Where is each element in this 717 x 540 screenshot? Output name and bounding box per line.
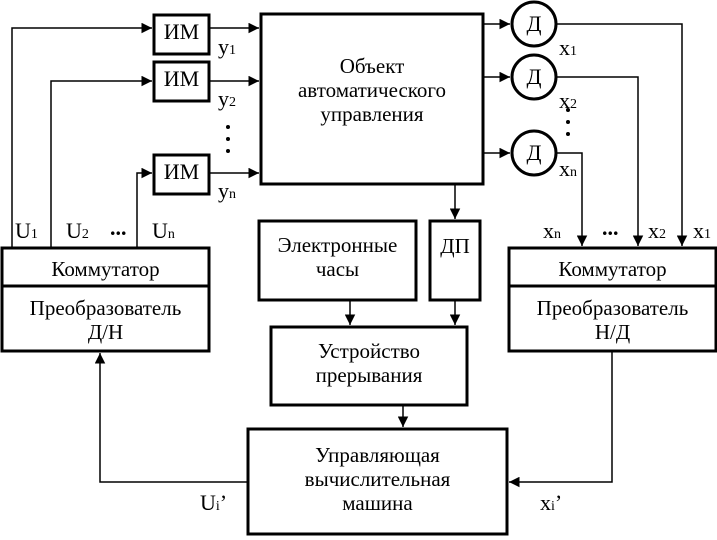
- converter-right-label: Преобразователь Н/Д: [536, 296, 689, 345]
- u-letter: U: [200, 490, 216, 515]
- label-un: Un: [152, 220, 175, 242]
- interrupt-box: [269, 325, 469, 407]
- x-letter: x: [559, 88, 570, 113]
- sensor-ellipsis: [566, 108, 570, 136]
- y-sub: n: [229, 187, 236, 202]
- x-letter: x: [559, 35, 570, 60]
- dp-label: ДП: [440, 234, 470, 258]
- wire-u2: [50, 75, 152, 248]
- x-letter: x: [693, 218, 704, 243]
- label-x2-bottom: x2: [648, 220, 666, 242]
- dp-box: [428, 219, 482, 302]
- u-sub: n: [167, 227, 175, 242]
- x-sub: 2: [570, 97, 577, 112]
- sensor-label-n: Д: [526, 140, 542, 165]
- label-x1-top: x1: [559, 37, 577, 59]
- actuator-box-1: [152, 13, 211, 56]
- wire-xi: [509, 351, 613, 488]
- actuator-ellipsis: [226, 125, 230, 153]
- x-sub: 1: [704, 227, 711, 242]
- commutator-left-label: Коммутатор: [51, 257, 160, 281]
- label-ui: Ui’: [200, 492, 227, 514]
- wire-ui: [94, 353, 248, 483]
- clock-label: Электронные часы: [277, 233, 398, 282]
- u-letter: U: [15, 218, 31, 243]
- prime-mark: ’: [554, 490, 563, 515]
- u-sub: i: [215, 499, 220, 514]
- actuator-box-n: [152, 153, 211, 196]
- wire-un: [136, 167, 152, 248]
- y-letter: y: [218, 86, 229, 111]
- actuator-label-1: ИМ: [163, 19, 200, 44]
- x-sub: n: [570, 165, 577, 180]
- actuator-label-2: ИМ: [163, 66, 200, 91]
- label-xi: xi’: [540, 492, 562, 514]
- u-sub: 1: [30, 227, 38, 242]
- x-sub: n: [554, 227, 561, 242]
- x-letter: x: [648, 218, 659, 243]
- label-u1: U1: [15, 220, 38, 242]
- y-sub: 2: [229, 95, 236, 110]
- wire-u1: [11, 22, 152, 248]
- prime-mark: ’: [219, 490, 228, 515]
- y-letter: y: [218, 34, 229, 59]
- label-y1: y1: [218, 36, 236, 58]
- label-x2-top: x2: [559, 90, 577, 112]
- label-xn-top: xn: [559, 158, 577, 180]
- label-y2: y2: [218, 88, 236, 110]
- x-sub: i: [551, 499, 555, 514]
- u-letter: U: [152, 218, 168, 243]
- x-sub: 1: [570, 44, 577, 59]
- actuator-label-n: ИМ: [163, 159, 200, 184]
- converter-left-label: Преобразователь Д/Н: [29, 296, 182, 345]
- sensor-label-1: Д: [526, 11, 542, 36]
- u-sub: 2: [81, 227, 89, 242]
- x-letter: x: [559, 156, 570, 181]
- label-u2: U2: [66, 220, 89, 242]
- label-xn-bottom: xn: [543, 220, 561, 242]
- y-letter: y: [218, 178, 229, 203]
- sensor-label-2: Д: [526, 64, 542, 89]
- computer-label: Управляющая вычислительная машина: [304, 443, 451, 516]
- x-letter: x: [540, 490, 551, 515]
- y-sub: 1: [229, 43, 236, 58]
- wire-x1: [556, 23, 688, 246]
- u-ellipsis: ...: [110, 215, 127, 240]
- x-sub: 2: [659, 227, 666, 242]
- u-letter: U: [66, 218, 82, 243]
- wire-xn: [556, 152, 588, 246]
- commutator-right-label: Коммутатор: [558, 257, 667, 281]
- clock-box: [257, 219, 418, 302]
- interrupt-label: Устройство прерывания: [315, 339, 423, 388]
- object-label: Объект автоматического управления: [297, 54, 446, 127]
- wire-x2: [556, 76, 644, 246]
- x-ellipsis: ...: [602, 215, 619, 240]
- converter-left-box: [0, 284, 211, 353]
- label-x1-bottom: x1: [693, 220, 711, 242]
- object-box: [259, 12, 485, 186]
- label-yn: yn: [218, 180, 236, 202]
- x-letter: x: [543, 218, 554, 243]
